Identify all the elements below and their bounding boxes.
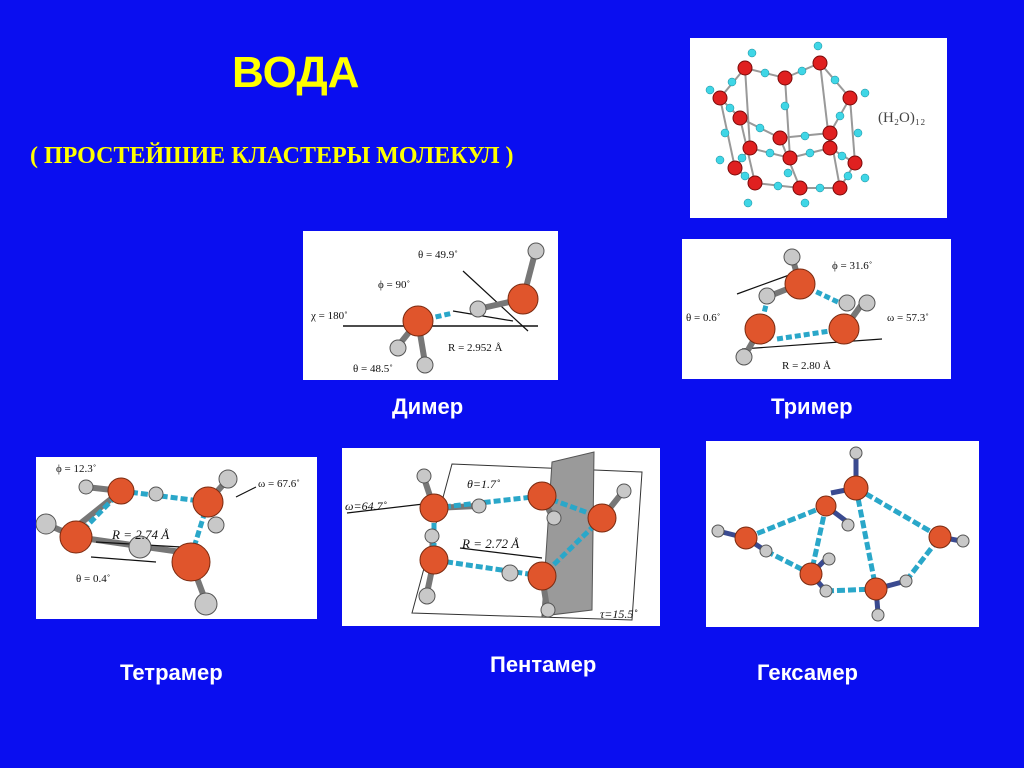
hexamer-diagram — [711, 446, 970, 622]
cluster-12-panel: (H₂O)₁₂ — [690, 38, 947, 218]
dimer-phi-label: ϕ = 90˚ — [378, 279, 410, 291]
dimer-panel: θ = 49.9˚ ϕ = 90˚ χ = 180˚ R = 2.952 Å θ… — [303, 231, 558, 380]
tetramer-diagram: ϕ = 12.3˚ ω = 67.6˚ R = 2.74 Å θ = 0.4˚ — [36, 463, 300, 616]
tetramer-caption: Тетрамер — [120, 660, 223, 685]
trimer-diagram: ϕ = 31.6˚ θ = 0.6˚ ω = 57.3˚ R = 2.80 Å — [686, 248, 929, 372]
hexamer-panel — [706, 441, 979, 627]
pentamer-tau-label: τ=15.5˚ — [600, 607, 637, 621]
slide-title: ВОДА — [232, 48, 360, 97]
pentamer-panel: ω=64.7˚ θ=1.7˚ R = 2.72 Å τ=15.5˚ — [342, 448, 660, 626]
dimer-caption: Димер — [392, 394, 464, 419]
cluster-formula: (H₂O)₁₂ — [878, 110, 925, 126]
pentamer-caption: Пентамер — [490, 652, 597, 677]
cluster-12-diagram: (H₂O)₁₂ — [705, 41, 925, 208]
pentamer-omega-label: ω=64.7˚ — [345, 499, 387, 513]
pentamer-r-label: R = 2.72 Å — [461, 536, 519, 551]
tetramer-panel: ϕ = 12.3˚ ω = 67.6˚ R = 2.74 Å θ = 0.4˚ — [36, 457, 317, 619]
dimer-chi-label: χ = 180˚ — [310, 310, 348, 322]
tetramer-phi-label: ϕ = 12.3˚ — [56, 463, 96, 475]
trimer-theta-label: θ = 0.6˚ — [686, 312, 720, 324]
slide-subtitle: ( ПРОСТЕЙШИЕ КЛАСТЕРЫ МОЛЕКУЛ ) — [30, 143, 514, 169]
trimer-panel: ϕ = 31.6˚ θ = 0.6˚ ω = 57.3˚ R = 2.80 Å — [682, 239, 951, 379]
hydrogen-atoms — [705, 41, 870, 208]
pentamer-theta-label: θ=1.7˚ — [467, 477, 500, 491]
dimer-theta-bottom-label: θ = 48.5˚ — [353, 363, 393, 375]
tetramer-omega-label: ω = 67.6˚ — [258, 478, 300, 490]
trimer-omega-label: ω = 57.3˚ — [887, 312, 929, 324]
hexamer-caption: Гексамер — [757, 660, 858, 685]
dimer-theta-top-label: θ = 49.9˚ — [418, 249, 458, 261]
pentamer-diagram: ω=64.7˚ θ=1.7˚ R = 2.72 Å τ=15.5˚ — [345, 451, 643, 621]
trimer-caption: Тример — [771, 394, 853, 419]
trimer-phi-label: ϕ = 31.6˚ — [832, 260, 872, 272]
tetramer-theta-label: θ = 0.4˚ — [76, 573, 110, 585]
tetramer-r-label: R = 2.74 Å — [111, 527, 169, 542]
dimer-r-label: R = 2.952 Å — [448, 342, 503, 354]
trimer-r-label: R = 2.80 Å — [782, 360, 831, 372]
dimer-diagram: θ = 49.9˚ ϕ = 90˚ χ = 180˚ R = 2.952 Å θ… — [310, 242, 545, 375]
oxygen-atoms — [712, 55, 863, 196]
